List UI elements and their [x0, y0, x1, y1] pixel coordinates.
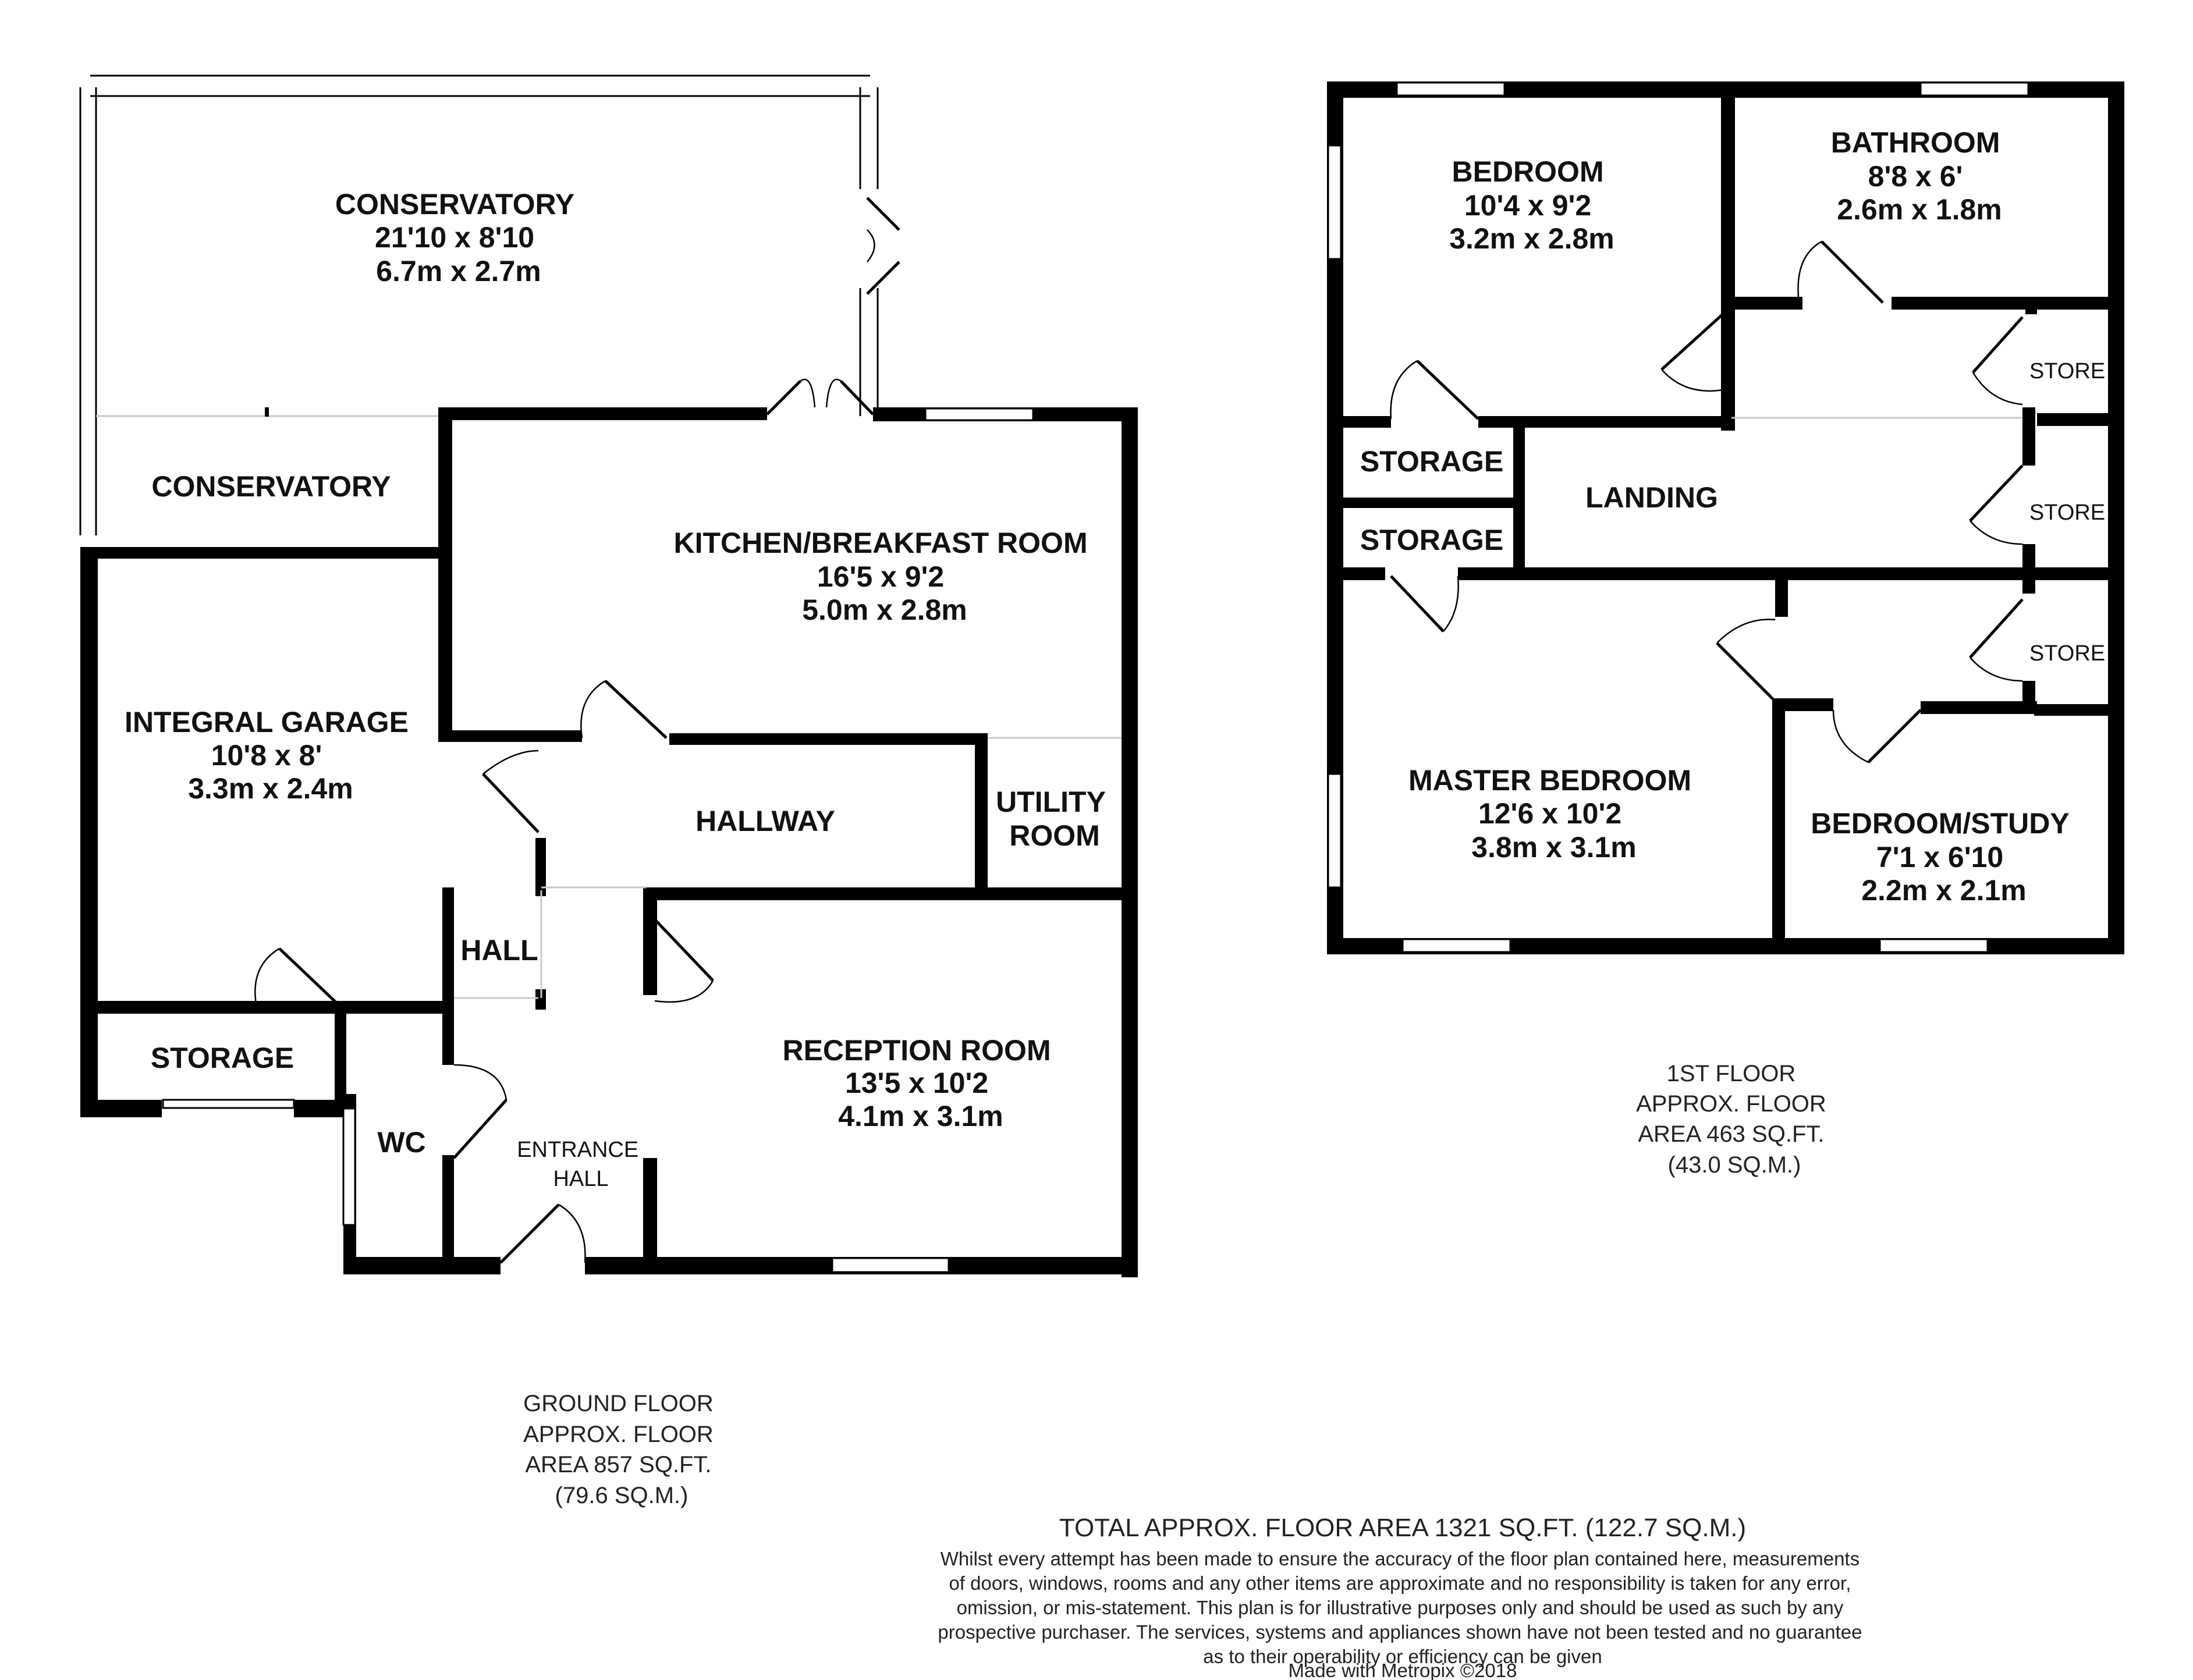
info-line: GROUND FLOOR: [523, 1391, 714, 1416]
label-line: UTILITY: [996, 786, 1106, 818]
kitchen-window: [924, 407, 1034, 421]
label-line: 5.0m x 2.8m: [802, 594, 967, 626]
disclaimer: Whilst every attempt has been made to en…: [938, 1548, 1867, 1667]
wc-window: [342, 1107, 356, 1226]
info-line: APPROX. FLOOR: [1636, 1091, 1826, 1117]
disclaimer-line: as to their operability or efficiency ca…: [1203, 1646, 1602, 1667]
store-1-label: STORE: [2029, 359, 2105, 383]
reception-window: [831, 1257, 950, 1273]
credit: Made with Metropix ©2018: [1288, 1660, 1517, 1680]
label-line: STORE: [2029, 500, 2105, 525]
info-line: APPROX. FLOOR: [523, 1422, 714, 1447]
entrance-hall-label: ENTRANCE HALL: [517, 1138, 645, 1191]
conservatory-glazing: [79, 74, 879, 535]
label-line: 16'5 x 9'2: [817, 560, 944, 593]
bedroom-window-top: [1396, 81, 1506, 97]
label-line: LANDING: [1585, 481, 1718, 514]
conservatory-small-label: CONSERVATORY: [151, 470, 391, 503]
label-line: HALL: [553, 1167, 608, 1191]
disclaimer-line: prospective purchaser. The services, sys…: [938, 1621, 1862, 1643]
label-line: HALL: [460, 934, 538, 967]
bedroom-label: BEDROOM 10'4 x 9'2 3.2m x 2.8m: [1449, 155, 1614, 255]
label-line: 4.1m x 3.1m: [838, 1100, 1003, 1132]
label-line: STORAGE: [1360, 445, 1503, 478]
ground-floor-walls: [80, 407, 1138, 1277]
storage-door-opening: [162, 1099, 295, 1109]
master-bedroom-label: MASTER BEDROOM 12'6 x 10'2 3.8m x 3.1m: [1408, 764, 1699, 864]
info-line: (79.6 SQ.M.): [555, 1483, 689, 1508]
bathroom-label: BATHROOM 8'8 x 6' 2.6m x 1.8m: [1831, 126, 2009, 226]
label-line: CONSERVATORY: [335, 188, 574, 221]
label-line: HALLWAY: [695, 805, 835, 837]
label-line: 7'1 x 6'10: [1876, 841, 2003, 873]
store-3-label: STORE: [2029, 641, 2105, 666]
info-line: AREA 857 SQ.FT.: [525, 1452, 711, 1477]
label-line: 8'8 x 6': [1868, 160, 1963, 193]
label-line: STORAGE: [151, 1042, 294, 1074]
label-line: 10'4 x 9'2: [1464, 189, 1591, 222]
kitchen-label: KITCHEN/BREAKFAST ROOM 16'5 x 9'2 5.0m x…: [673, 527, 1095, 626]
hallway-label: HALLWAY: [695, 805, 835, 837]
label-line: 21'10 x 8'10: [375, 221, 534, 254]
master-window-bottom: [1401, 938, 1511, 953]
label-line: STORE: [2029, 641, 2105, 666]
label-line: CONSERVATORY: [151, 470, 391, 503]
info-line: 1ST FLOOR: [1667, 1061, 1796, 1086]
first-floor-area-info: 1ST FLOOR APPROX. FLOOR AREA 463 SQ.FT. …: [1636, 1061, 1833, 1178]
ground-floor-doors: [254, 197, 900, 1264]
first-floor-doors: [1390, 240, 2024, 763]
ground-floor-plan: CONSERVATORY 21'10 x 8'10 6.7m x 2.7m CO…: [79, 74, 1138, 1508]
label-line: INTEGRAL GARAGE: [125, 706, 409, 738]
label-line: 2.2m x 2.1m: [1861, 874, 2027, 907]
hall-label: HALL: [460, 934, 538, 967]
label-line: 12'6 x 10'2: [1478, 797, 1621, 830]
label-line: WC: [377, 1126, 425, 1159]
disclaimer-line: Whilst every attempt has been made to en…: [941, 1548, 1860, 1569]
label-line: STORE: [2029, 359, 2105, 383]
disclaimer-line: of doors, windows, rooms and any other i…: [949, 1572, 1851, 1594]
bedroom-study-label: BEDROOM/STUDY 7'1 x 6'10 2.2m x 2.1m: [1811, 807, 2077, 907]
master-window-side: [1327, 773, 1342, 889]
label-line: ENTRANCE: [517, 1138, 638, 1162]
label-line: 6.7m x 2.7m: [376, 255, 541, 287]
label-line: 3.8m x 3.1m: [1471, 831, 1637, 864]
info-line: AREA 463 SQ.FT.: [1638, 1121, 1824, 1147]
reception-label: RECEPTION ROOM 13'5 x 10'2 4.1m x 3.1m: [782, 1034, 1059, 1132]
landing-label: LANDING: [1585, 481, 1718, 514]
store-2-label: STORE: [2029, 500, 2105, 525]
label-line: STORAGE: [1360, 524, 1503, 556]
bathroom-window: [1919, 81, 2029, 97]
label-line: BATHROOM: [1831, 126, 2000, 159]
label-line: MASTER BEDROOM: [1408, 764, 1691, 797]
label-line: 13'5 x 10'2: [845, 1067, 988, 1099]
storage-1-label: STORAGE: [1360, 445, 1503, 478]
label-line: 10'8 x 8': [211, 739, 322, 772]
label-line: 2.6m x 1.8m: [1837, 193, 2002, 226]
first-floor-plan: BEDROOM 10'4 x 9'2 3.2m x 2.8m BATHROOM …: [1327, 81, 2124, 1178]
label-line: 3.2m x 2.8m: [1449, 222, 1614, 255]
garage-label: INTEGRAL GARAGE 10'8 x 8' 3.3m x 2.4m: [125, 706, 417, 805]
label-line: 3.3m x 2.4m: [188, 772, 353, 805]
utility-label: UTILITY ROOM: [996, 786, 1113, 852]
label-line: BEDROOM: [1452, 155, 1603, 188]
disclaimer-line: omission, or mis-statement. This plan is…: [957, 1597, 1844, 1618]
label-line: KITCHEN/BREAKFAST ROOM: [673, 527, 1087, 559]
storage-label: STORAGE: [151, 1042, 294, 1074]
ground-floor-area-info: GROUND FLOOR APPROX. FLOOR AREA 857 SQ.F…: [523, 1391, 720, 1508]
wc-label: WC: [377, 1126, 425, 1159]
total-area: TOTAL APPROX. FLOOR AREA 1321 SQ.FT. (12…: [1059, 1514, 1746, 1542]
label-line: BEDROOM/STUDY: [1811, 807, 2069, 840]
bedroom-window-side: [1327, 144, 1342, 260]
study-window: [1879, 938, 1989, 953]
info-line: (43.0 SQ.M.): [1668, 1152, 1801, 1178]
storage-2-label: STORAGE: [1360, 524, 1503, 556]
conservatory-main-label: CONSERVATORY 21'10 x 8'10 6.7m x 2.7m: [335, 188, 582, 287]
label-line: RECEPTION ROOM: [782, 1034, 1051, 1067]
label-line: ROOM: [1009, 819, 1100, 852]
